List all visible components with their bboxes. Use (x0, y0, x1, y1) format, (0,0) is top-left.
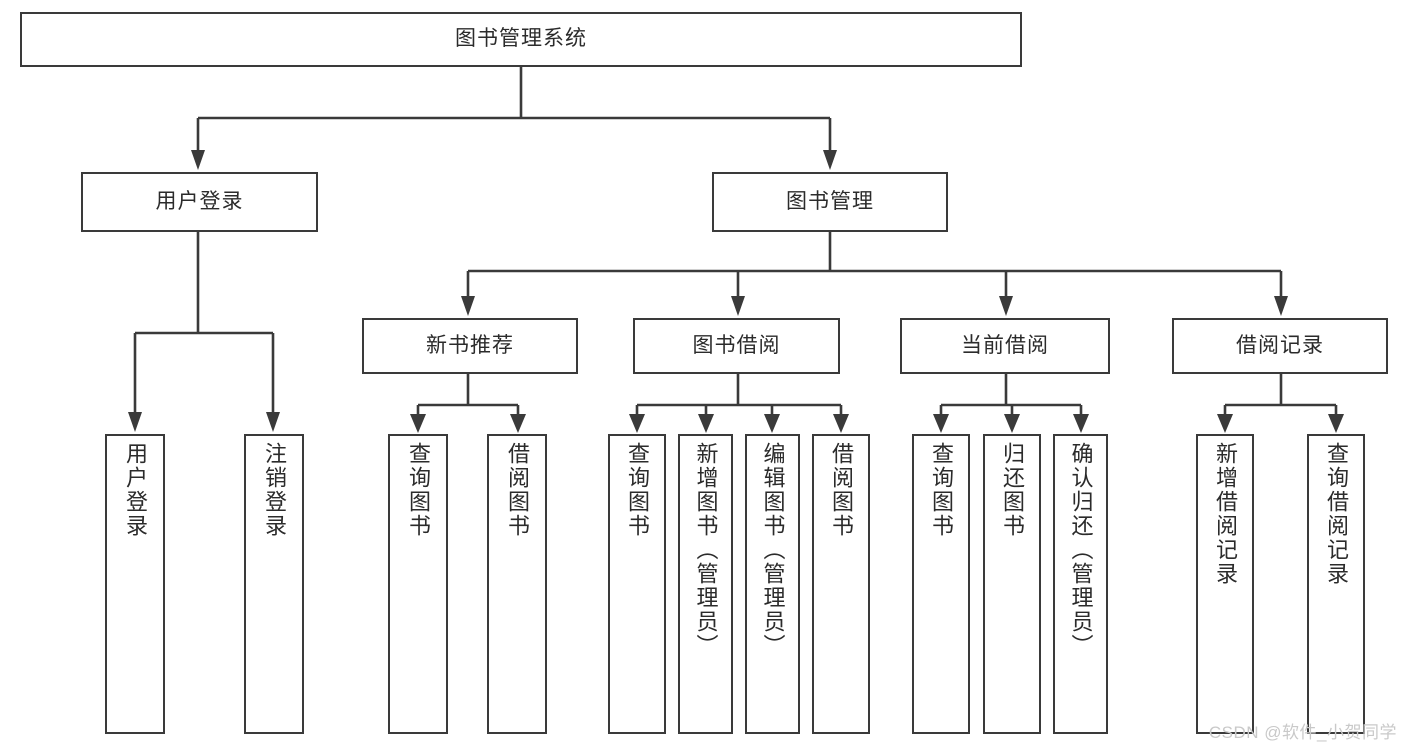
leaf-query-book-2[interactable]: 查询图书 (608, 434, 666, 734)
leaf-query-borrow-record-label: 查询借阅记录 (1324, 442, 1349, 586)
leaf-add-borrow-record[interactable]: 新增借阅记录 (1196, 434, 1254, 734)
leaf-add-book-label: 新增图书（管理员） (693, 442, 719, 658)
node-new-book-recommend-label: 新书推荐 (426, 333, 514, 357)
leaf-query-book-1[interactable]: 查询图书 (388, 434, 448, 734)
node-new-book-recommend[interactable]: 新书推荐 (362, 318, 578, 374)
leaf-confirm-return-label: 确认归还（管理员） (1068, 442, 1094, 658)
node-current-borrow[interactable]: 当前借阅 (900, 318, 1110, 374)
node-book-borrow-label: 图书借阅 (692, 333, 781, 357)
node-book-manage[interactable]: 图书管理 (712, 172, 948, 232)
leaf-add-book[interactable]: 新增图书（管理员） (678, 434, 733, 734)
leaf-user-login-label: 用户登录 (123, 442, 148, 538)
leaf-user-logout[interactable]: 注销登录 (244, 434, 304, 734)
node-user-login-label: 用户登录 (155, 189, 244, 213)
leaf-query-book-1-label: 查询图书 (406, 442, 431, 538)
node-book-manage-label: 图书管理 (786, 189, 874, 213)
leaf-borrow-book-2-label: 借阅图书 (829, 442, 854, 538)
leaf-user-logout-label: 注销登录 (262, 442, 287, 538)
node-borrow-record-label: 借阅记录 (1236, 333, 1324, 357)
node-borrow-record[interactable]: 借阅记录 (1172, 318, 1388, 374)
leaf-query-book-3-label: 查询图书 (929, 442, 954, 538)
node-user-login[interactable]: 用户登录 (81, 172, 318, 232)
leaf-return-book[interactable]: 归还图书 (983, 434, 1041, 734)
leaf-user-login[interactable]: 用户登录 (105, 434, 165, 734)
leaf-query-book-3[interactable]: 查询图书 (912, 434, 970, 734)
leaf-confirm-return[interactable]: 确认归还（管理员） (1053, 434, 1108, 734)
csdn-watermark: CSDN @软件_小贺同学 (1208, 723, 1397, 742)
leaf-query-book-2-label: 查询图书 (625, 442, 650, 538)
leaf-edit-book-label: 编辑图书（管理员） (760, 442, 786, 658)
leaf-return-book-label: 归还图书 (1000, 442, 1025, 538)
leaf-borrow-book-1-label: 借阅图书 (505, 442, 530, 538)
leaf-add-borrow-record-label: 新增借阅记录 (1213, 442, 1238, 586)
leaf-borrow-book-1[interactable]: 借阅图书 (487, 434, 547, 734)
leaf-borrow-book-2[interactable]: 借阅图书 (812, 434, 870, 734)
node-current-borrow-label: 当前借阅 (961, 333, 1049, 357)
leaf-edit-book[interactable]: 编辑图书（管理员） (745, 434, 800, 734)
node-root-label: 图书管理系统 (455, 27, 587, 51)
node-root[interactable]: 图书管理系统 (20, 12, 1022, 67)
leaf-query-borrow-record[interactable]: 查询借阅记录 (1307, 434, 1365, 734)
node-book-borrow[interactable]: 图书借阅 (633, 318, 840, 374)
